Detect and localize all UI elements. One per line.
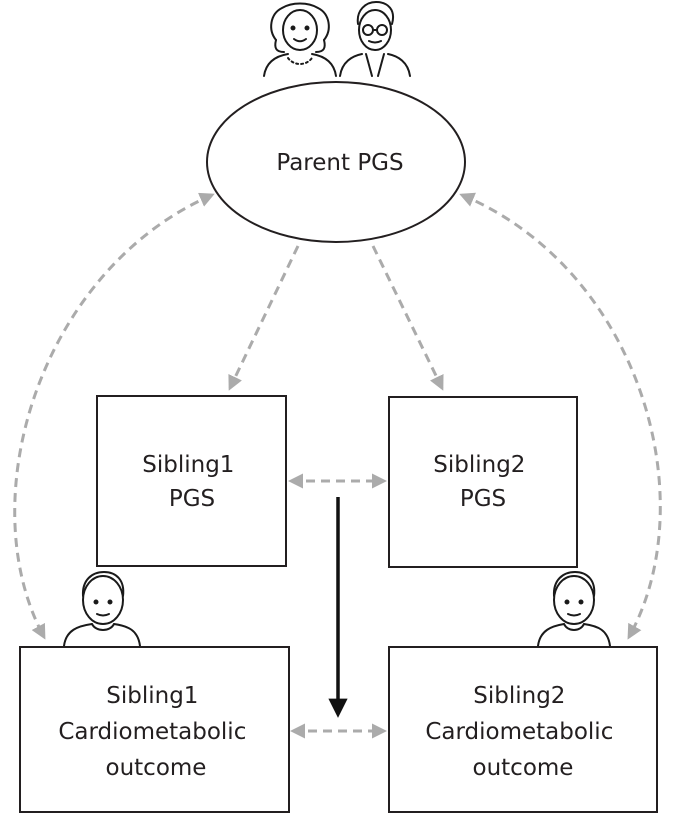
- parent-to-sibling1-pgs-arrow: [228, 245, 300, 391]
- sibling1-pgs-node: [96, 395, 287, 567]
- parent-sibling1-outcome-arrow: [13, 192, 215, 640]
- boy-icon: [537, 571, 611, 647]
- grandmother-icon: [263, 2, 337, 77]
- boy-icon: [63, 571, 141, 647]
- sibling1-outcome-node: [19, 646, 290, 813]
- parent-to-sibling2-pgs-arrow: [371, 245, 444, 391]
- sibling2-outcome-label: Sibling2 Cardiometabolic outcome: [425, 683, 620, 781]
- grandfather-icon: [339, 1, 411, 77]
- sibling2-pgs-node: [388, 396, 578, 568]
- sibling1-outcome-label: Sibling1 Cardiometabolic outcome: [58, 683, 253, 781]
- parent-pgs-label: Parent PGS: [276, 150, 403, 176]
- parent-pgs-node: [206, 81, 466, 243]
- parent-sibling2-outcome-arrow: [459, 192, 662, 640]
- sibling2-outcome-node: [388, 646, 658, 813]
